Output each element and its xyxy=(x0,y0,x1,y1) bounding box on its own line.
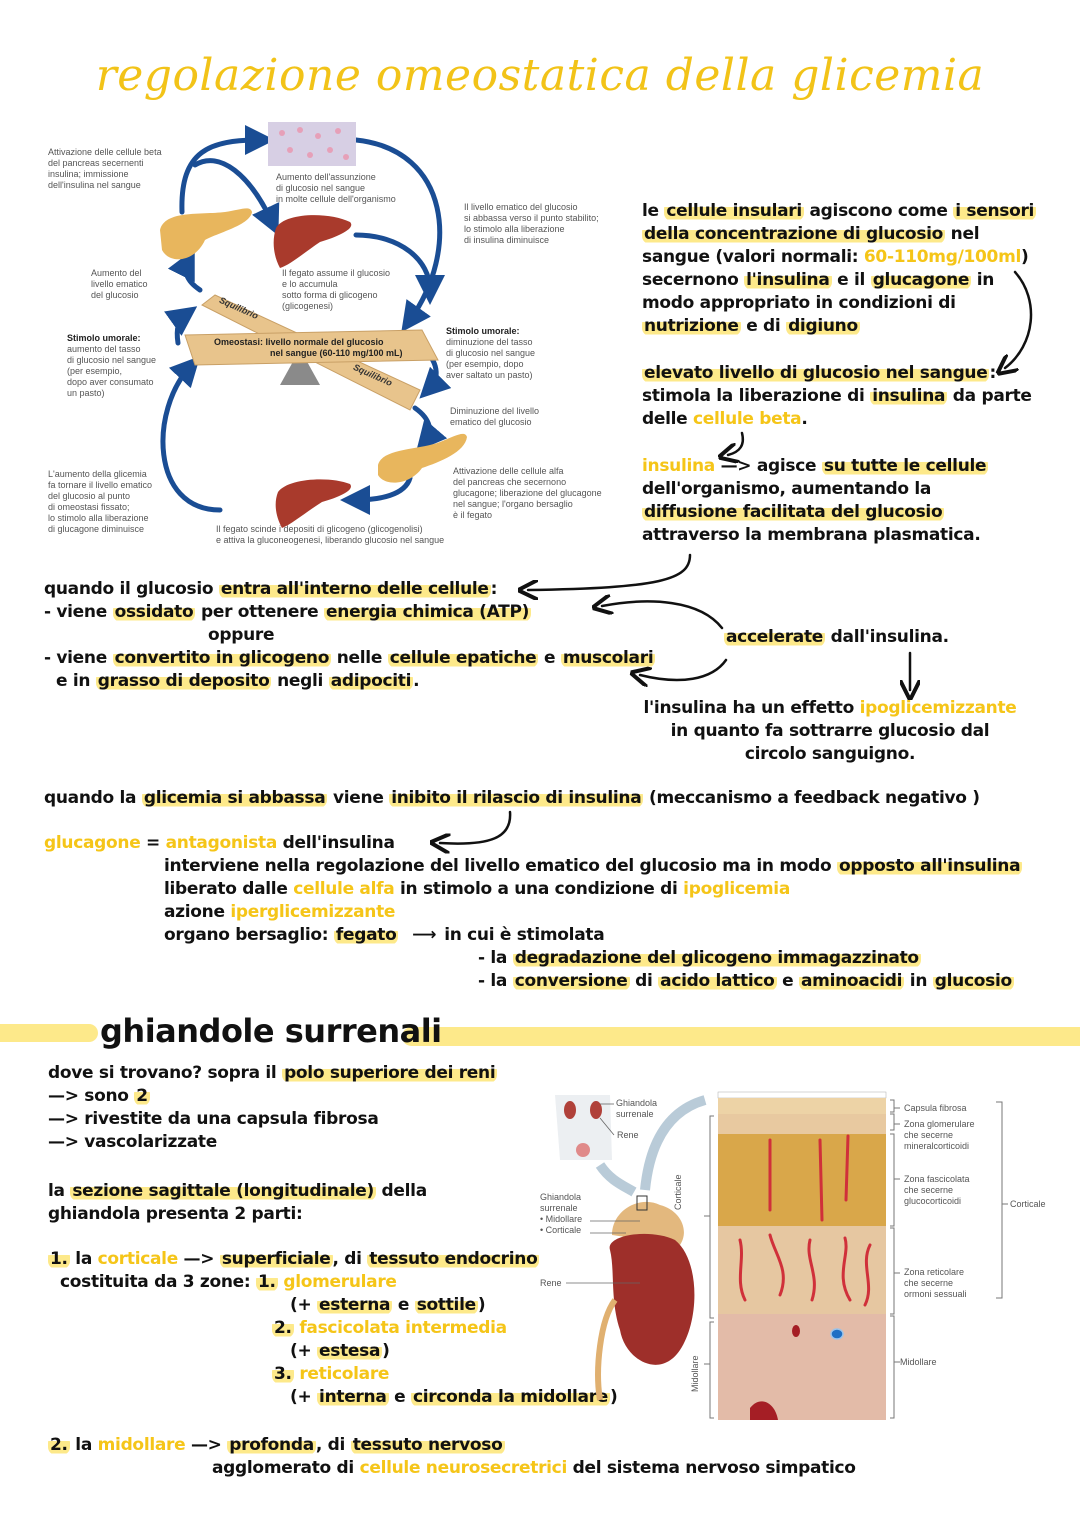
label-zona-fascicolata: Zona fascicolata che secerne glucocortic… xyxy=(904,1174,970,1206)
caption-stimulus-low: Stimolo umorale: diminuzione del tasso d… xyxy=(446,326,536,380)
label-kidney-detail: Rene xyxy=(540,1278,562,1288)
section-title-adrenal: ghiandole surrenali xyxy=(100,1012,442,1050)
notes-accelerated: accelerate dall'insulina. xyxy=(724,627,949,647)
caption-glycemia-return: L'aumento della glicemia fa tornare il l… xyxy=(48,469,153,534)
page-title: regolazione omeostatica della glicemia xyxy=(95,50,985,101)
label-zona-reticolare: Zona reticolare che secerne ormoni sessu… xyxy=(904,1267,967,1299)
caption-liver-stores: Il fegato assume il glucosio e lo accumu… xyxy=(282,268,391,311)
label-zona-glomerulare: Zona glomerulare che secerne mineralcort… xyxy=(904,1119,975,1151)
adrenal-medulla: 2. la midollare —> profonda, di tessuto … xyxy=(48,1435,856,1478)
notes-high-glucose-paragraph: elevato livello di glucosio nel sangue: … xyxy=(642,363,1032,429)
section-divider-left xyxy=(0,1024,98,1042)
caption-blood-rise: Aumento del livello ematico del glucosio xyxy=(91,268,148,300)
caption-stimulus-high: Stimolo umorale: aumento del tasso di gl… xyxy=(67,333,157,398)
label-kidney-body: Rene xyxy=(617,1130,639,1140)
label-gland-detail: Ghiandola surrenale • Midollare • Cortic… xyxy=(540,1192,583,1235)
notes-glucose-enters: quando il glucosio entra all'interno del… xyxy=(44,579,656,691)
section-divider-right xyxy=(402,1027,1080,1046)
caption-uptake: Aumento dell'assunzione di glucosio nel … xyxy=(276,172,396,204)
caption-blood-drop: Diminuzione del livello ematico del gluc… xyxy=(450,406,540,427)
adrenal-section-intro: la sezione sagittale (longitudinale) del… xyxy=(48,1181,427,1224)
notes-feedback-line: quando la glicemia si abbassa viene inib… xyxy=(44,788,980,808)
caption-liver-breaks: Il fegato scinde i depositi di glicogeno… xyxy=(216,524,445,545)
diagram-arrows xyxy=(160,122,467,528)
caption-level-drops: Il livello ematico del glucosio si abbas… xyxy=(464,202,599,245)
handwritten-arrows xyxy=(0,270,1033,1000)
notes-liver-effects: - la degradazione del glicogeno immagazz… xyxy=(478,948,1014,991)
label-section-medulla: Midollare xyxy=(690,1355,700,1392)
label-gland-body: Ghiandola surrenale xyxy=(616,1098,658,1119)
label-cortex-bracket: Corticale xyxy=(1010,1199,1046,1209)
label-capsule: Capsula fibrosa xyxy=(904,1103,967,1113)
notes-hypoglycemic-effect: l'insulina ha un effetto ipoglicemizzant… xyxy=(643,698,1017,764)
notes-glucagon-details: interviene nella regolazione del livello… xyxy=(164,856,1023,945)
label-section-cortex: Corticale xyxy=(673,1174,683,1210)
caption-beta-activation: Attivazione delle cellule beta del pancr… xyxy=(48,147,162,190)
caption-alpha-activation: Attivazione delle cellule alfa del pancr… xyxy=(453,466,602,520)
adrenal-cortical: 1. la corticale —> superficiale, di tess… xyxy=(48,1249,618,1407)
notes-sensors-paragraph: le cellule insulari agiscono come i sens… xyxy=(642,201,1037,336)
notes-insulin-paragraph: insulina —> agisce su tutte le cellule d… xyxy=(642,456,989,545)
homeostasis-label: Omeostasi: livello normale del glucosio … xyxy=(214,337,403,358)
notes-glucagon-definition: glucagone = antagonista dell'insulina xyxy=(44,833,395,853)
label-medulla: Midollare xyxy=(900,1357,937,1367)
adrenal-location: dove si trovano? sopra il polo superiore… xyxy=(48,1063,498,1152)
